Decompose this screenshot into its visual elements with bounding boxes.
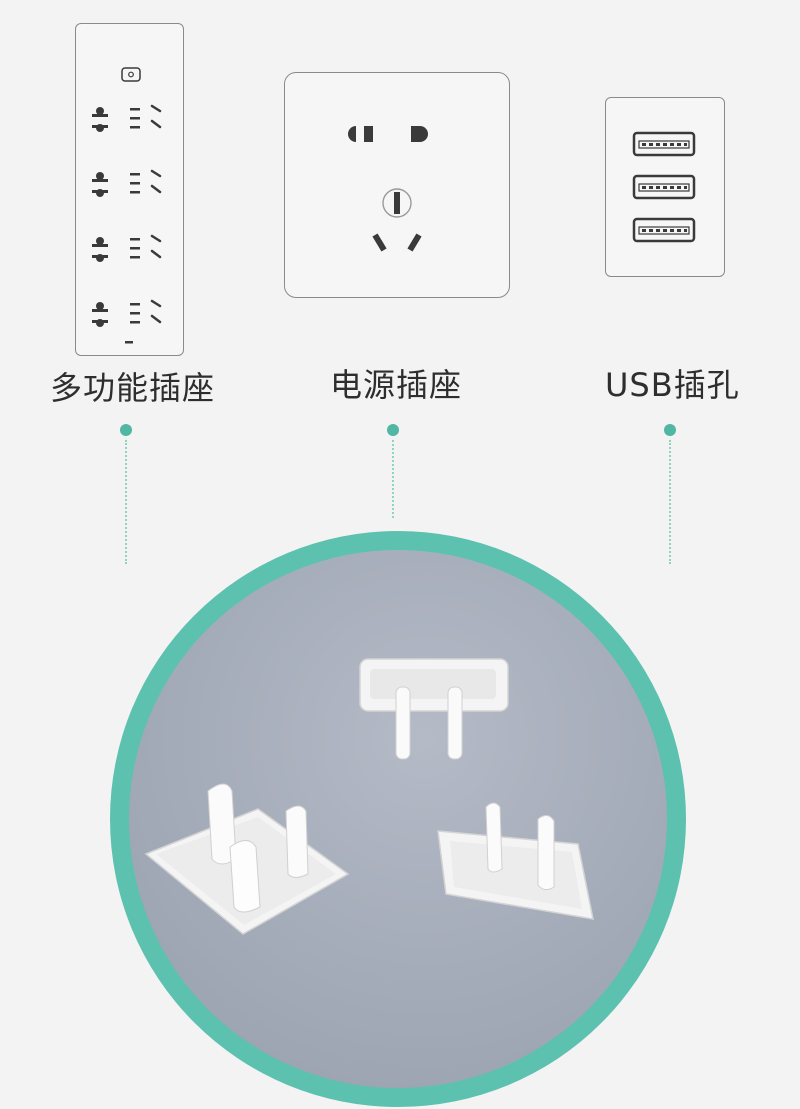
connector-dot-wall-socket: [387, 424, 399, 436]
plug-cover-left: [144, 783, 350, 935]
power-strip-icon: [90, 67, 162, 344]
product-photo: [108, 529, 688, 1109]
wall-socket-icon: [348, 126, 428, 252]
connector-dot-usb-port: [664, 424, 676, 436]
connector-line-wall-socket: [392, 440, 394, 518]
power-strip-outline: [75, 23, 184, 356]
plug-cover-top: [359, 658, 509, 760]
label-wall-socket: 电源插座: [330, 366, 463, 404]
label-power-strip: 多功能插座: [50, 369, 216, 407]
wall-socket-outline: [284, 72, 510, 298]
usb-port-outline: [605, 97, 725, 277]
connector-dot-power-strip: [120, 424, 132, 436]
usb-port-icon: [632, 131, 696, 243]
connector-line-power-strip: [125, 440, 127, 564]
label-usb-port: USB插孔: [605, 366, 740, 404]
outlet-cover-plugs-illustration: [110, 531, 686, 1107]
connector-line-usb-port: [669, 440, 671, 564]
plug-cover-right: [437, 802, 594, 920]
